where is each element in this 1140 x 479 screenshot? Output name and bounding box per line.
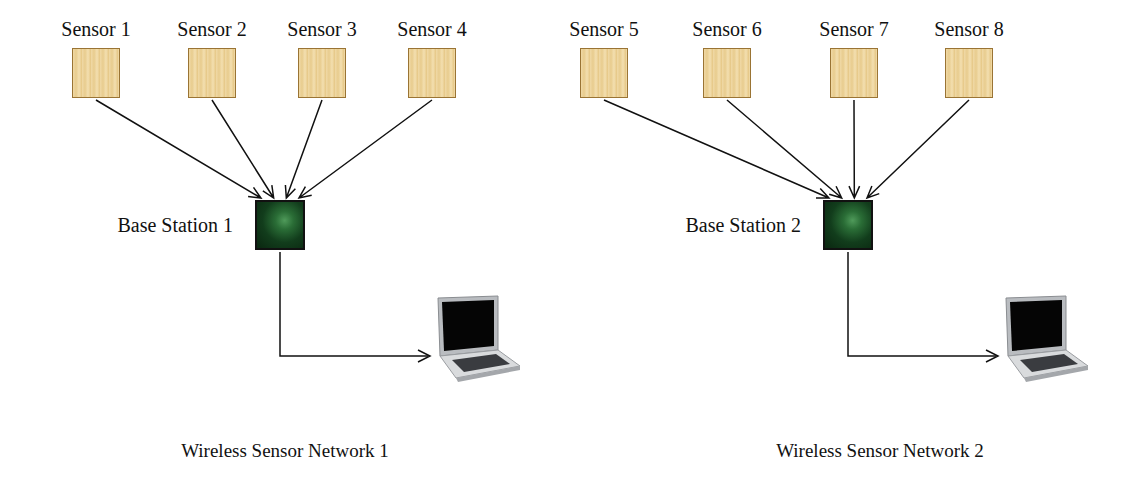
- sensor-node: Sensor 1: [61, 18, 130, 98]
- sensor-node: Sensor 8: [934, 18, 1003, 98]
- sensor-label: Sensor 3: [287, 18, 356, 40]
- sensor-label: Sensor 2: [177, 18, 246, 40]
- sensor-node: Sensor 2: [177, 18, 246, 98]
- sensor-node: Sensor 3: [287, 18, 356, 98]
- sensor-mote: [580, 48, 628, 98]
- sensor-label: Sensor 1: [61, 18, 130, 40]
- base-station-board: [255, 200, 305, 250]
- sensor-label: Sensor 4: [397, 18, 466, 40]
- base-station-node: Base Station 2: [685, 200, 873, 250]
- laptop-wire: [280, 252, 998, 362]
- radio-link-arrow: [212, 100, 274, 198]
- sensor-mote: [830, 48, 878, 98]
- base-station-board: [823, 200, 873, 250]
- base-station-label: Base Station 2: [685, 214, 801, 236]
- radio-link-arrow: [96, 100, 261, 198]
- sensor-label: Sensor 8: [934, 18, 1003, 40]
- network-caption: Wireless Sensor Network 1: [181, 440, 389, 462]
- sensor-label: Sensor 7: [819, 18, 888, 40]
- sensor-label: Sensor 6: [692, 18, 761, 40]
- laptop-icon: [438, 296, 520, 382]
- sensor-mote: [408, 48, 456, 98]
- sensor-mote: [72, 48, 120, 98]
- radio-link-arrow: [867, 100, 969, 198]
- radio-link-arrow: [604, 100, 829, 198]
- network-caption: Wireless Sensor Network 2: [776, 440, 984, 462]
- sensor-node: Sensor 4: [397, 18, 466, 98]
- sensor-mote: [298, 48, 346, 98]
- sensor-mote: [703, 48, 751, 98]
- laptop-icon: [1006, 296, 1088, 382]
- radio-link-arrow: [849, 100, 860, 198]
- sensor-node: Sensor 5: [569, 18, 638, 98]
- sensor-node: Sensor 7: [819, 18, 888, 98]
- base-station-node: Base Station 1: [117, 200, 305, 250]
- radio-link-arrow: [285, 100, 322, 198]
- sensor-node: Sensor 6: [692, 18, 761, 98]
- sensor-mote: [945, 48, 993, 98]
- sensor-label: Sensor 5: [569, 18, 638, 40]
- radio-link-arrow: [299, 100, 432, 198]
- base-station-label: Base Station 1: [117, 214, 233, 236]
- sensor-mote: [188, 48, 236, 98]
- radio-link-arrow: [727, 100, 842, 198]
